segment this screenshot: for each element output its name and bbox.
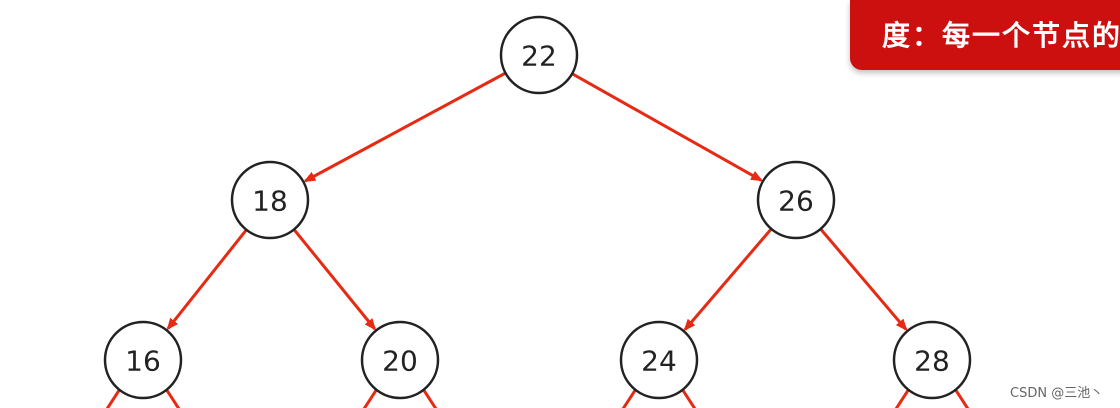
node-circle — [230, 160, 310, 240]
node-label: 28 — [914, 345, 950, 378]
edge-stub-28-left — [894, 388, 910, 408]
node-circle — [892, 320, 972, 400]
edge-stub-16-right — [165, 388, 181, 408]
edge-18-to-20 — [292, 228, 377, 331]
tree-node-22: 22 — [499, 15, 579, 95]
edge-26-to-24 — [683, 227, 773, 332]
edge-stubs-layer — [105, 388, 970, 408]
tree-node-28: 28 — [892, 320, 972, 400]
definition-banner: 度：每一个节点的 — [850, 0, 1120, 70]
node-label: 26 — [778, 185, 814, 218]
node-label: 24 — [641, 345, 677, 378]
node-label: 16 — [125, 345, 161, 378]
edge-stub-20-left — [362, 388, 378, 408]
tree-node-20: 20 — [360, 320, 440, 400]
node-label: 22 — [521, 40, 557, 73]
node-circle — [756, 160, 836, 240]
tree-node-24: 24 — [619, 320, 699, 400]
edge-stub-16-left — [105, 388, 121, 408]
edge-stub-28-right — [954, 388, 970, 408]
tree-node-26: 26 — [756, 160, 836, 240]
node-circle — [103, 320, 183, 400]
node-circle — [360, 320, 440, 400]
node-circle — [499, 15, 579, 95]
node-label: 20 — [382, 345, 418, 378]
edge-22-to-26 — [571, 72, 763, 182]
tree-node-18: 18 — [230, 160, 310, 240]
banner-text: 度：每一个节点的 — [882, 19, 1120, 52]
edge-stub-20-right — [422, 388, 438, 408]
edge-stub-24-left — [621, 388, 637, 408]
tree-node-16: 16 — [103, 320, 183, 400]
edge-26-to-28 — [819, 228, 908, 332]
node-label: 18 — [252, 185, 288, 218]
watermark: CSDN @三池丶 — [1010, 386, 1104, 401]
nodes-layer: 22 18 26 16 20 24 28 — [103, 15, 972, 400]
edges-layer — [166, 71, 908, 332]
node-circle — [619, 320, 699, 400]
edge-18-to-16 — [166, 228, 248, 331]
edge-22-to-18 — [303, 71, 507, 183]
edge-stub-24-right — [681, 388, 697, 408]
